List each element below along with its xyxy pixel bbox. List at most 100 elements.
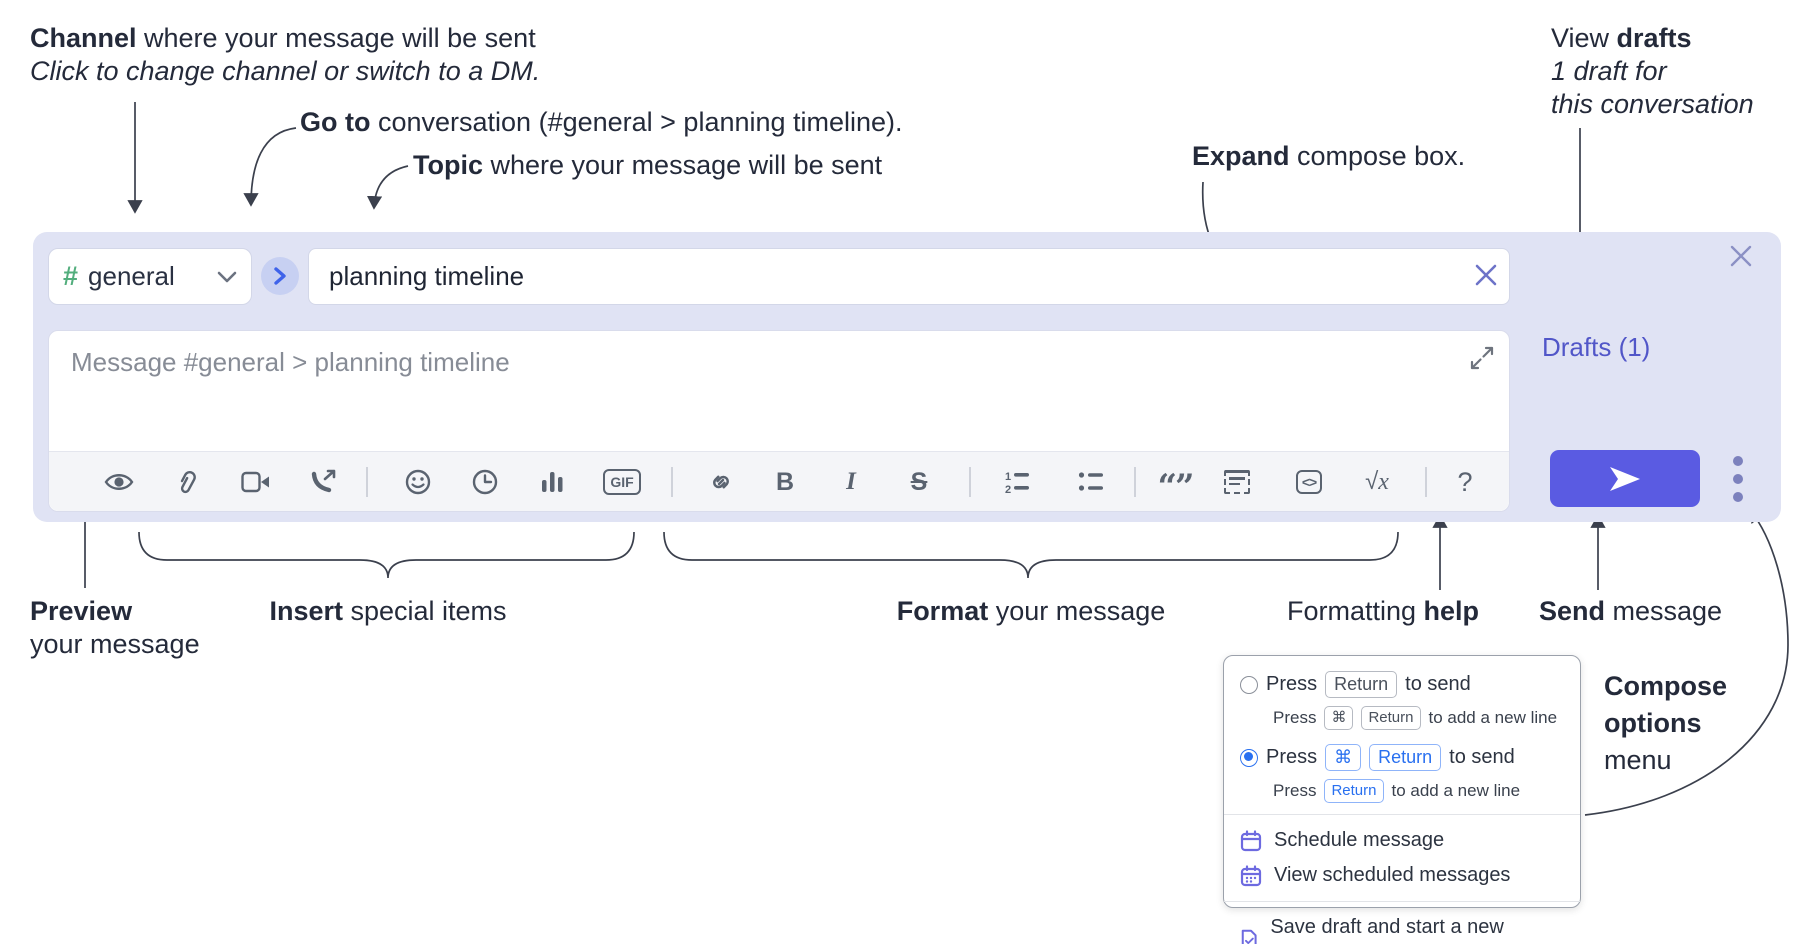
- spoiler-button[interactable]: [1215, 460, 1259, 504]
- channel-name: general: [88, 261, 175, 291]
- annotation-channel: Channel where your message will be sent …: [30, 22, 540, 88]
- bold-button[interactable]: B: [763, 460, 807, 504]
- toolbar-divider: [366, 467, 368, 497]
- toolbar-divider: [1134, 467, 1136, 497]
- annotation-formatting-help: Formatting help: [1287, 595, 1479, 628]
- strikethrough-icon: S: [910, 467, 928, 496]
- annotation-topic: Topic where your message will be sent: [413, 149, 882, 182]
- voice-call-button[interactable]: [302, 460, 346, 504]
- annotation-expand-bold: Expand: [1192, 141, 1290, 171]
- radio-unselected-icon[interactable]: [1240, 675, 1258, 694]
- numbered-list-button[interactable]: 1 2: [995, 460, 1039, 504]
- annotation-drafts-line2: 1 draft for: [1551, 56, 1667, 86]
- ellipsis-icon: [1733, 456, 1743, 466]
- math-button[interactable]: √x: [1355, 460, 1399, 504]
- annotation-drafts-line3: this conversation: [1551, 89, 1754, 119]
- emoji-button[interactable]: [396, 460, 440, 504]
- question-mark-icon: ?: [1457, 466, 1473, 497]
- chevron-down-icon: [217, 271, 237, 282]
- bulleted-list-icon: [1078, 472, 1103, 491]
- svg-text:1: 1: [1005, 471, 1011, 483]
- option2-sub-press: Press: [1273, 781, 1317, 800]
- numbered-list-icon: 1 2: [1005, 471, 1029, 494]
- toolbar-divider: [671, 467, 673, 497]
- annotation-insert-bold: Insert: [269, 596, 343, 626]
- calendar-scheduled-icon: [1240, 864, 1262, 886]
- time-button[interactable]: [463, 460, 507, 504]
- math-icon: √x: [1365, 468, 1389, 495]
- key-return: Return: [1369, 744, 1442, 771]
- quote-button[interactable]: “”: [1153, 460, 1197, 504]
- message-formatting-help-button[interactable]: ?: [1443, 460, 1487, 504]
- preview-button[interactable]: [97, 460, 141, 504]
- annotation-insert: Insert special items: [269, 595, 506, 628]
- draft-document-icon: [1241, 929, 1257, 944]
- smiley-icon: [405, 469, 431, 495]
- menu-option-cmd-enter-sends[interactable]: Press ⌘ Return to send: [1224, 741, 1580, 774]
- option1-suffix: to send: [1405, 673, 1471, 695]
- eye-icon: [104, 474, 134, 490]
- close-icon: [1730, 245, 1752, 267]
- bold-icon: B: [775, 467, 795, 496]
- gif-button[interactable]: GIF: [600, 460, 644, 504]
- send-button[interactable]: [1550, 450, 1700, 507]
- option2-suffix: to send: [1449, 746, 1515, 768]
- annotation-goto: Go to conversation (#general > planning …: [300, 106, 903, 139]
- message-input[interactable]: [49, 331, 1509, 451]
- drafts-link[interactable]: Drafts (1): [1542, 332, 1651, 362]
- goto-conversation-button[interactable]: [261, 257, 299, 295]
- annotation-preview: Preview your message: [30, 595, 200, 661]
- code-button[interactable]: <>: [1287, 460, 1331, 504]
- annotation-insert-rest: special items: [342, 596, 507, 626]
- menu-option-enter-sends[interactable]: Press Return to send: [1224, 668, 1580, 701]
- link-icon: [713, 475, 729, 489]
- close-icon: [1475, 264, 1497, 286]
- compose-toolbar: GIF B I: [49, 451, 1509, 511]
- italic-button[interactable]: I: [829, 460, 873, 504]
- annotation-view-drafts: View drafts 1 draft for this conversatio…: [1551, 22, 1754, 121]
- annotation-drafts-pre: View: [1551, 23, 1617, 53]
- channel-selector[interactable]: # general: [48, 248, 252, 305]
- svg-text:2: 2: [1005, 484, 1011, 494]
- menu-item-save-draft[interactable]: Save draft and start a new message: [1224, 910, 1580, 944]
- clock-icon: [472, 469, 498, 495]
- annotation-send-rest: message: [1605, 596, 1723, 626]
- key-return: Return: [1325, 671, 1398, 698]
- phone-call-icon: [311, 469, 336, 493]
- option1-sub-suffix: to add a new line: [1428, 708, 1558, 727]
- menu-item-label: View scheduled messages: [1274, 864, 1511, 886]
- radio-selected-icon[interactable]: [1240, 748, 1258, 767]
- toolbar-divider: [1425, 467, 1427, 497]
- annotation-channel-rest: where your message will be sent: [136, 23, 536, 53]
- toolbar-divider: [969, 467, 971, 497]
- annotation-topic-rest: where your message will be sent: [483, 150, 883, 180]
- clear-topic-button[interactable]: [1473, 262, 1499, 288]
- topic-input[interactable]: [308, 248, 1510, 305]
- menu-item-view-scheduled[interactable]: View scheduled messages: [1224, 858, 1580, 893]
- bulleted-list-button[interactable]: [1069, 460, 1113, 504]
- menu-divider: [1224, 814, 1580, 815]
- expand-icon: [1470, 346, 1494, 370]
- key-cmd: ⌘: [1325, 744, 1362, 771]
- gif-icon: GIF: [603, 469, 641, 495]
- key-cmd: ⌘: [1324, 706, 1354, 730]
- bar-chart-icon: [542, 472, 563, 492]
- annotation-goto-rest: conversation (#general > planning timeli…: [370, 107, 903, 137]
- spoiler-icon: [1224, 470, 1250, 494]
- video-call-button[interactable]: [234, 460, 278, 504]
- close-compose-button[interactable]: [1727, 242, 1755, 270]
- menu-option-enter-sends-subtext: Press ⌘ Return to add a new line: [1224, 703, 1580, 733]
- quote-icon: “”: [1157, 467, 1194, 507]
- option1-press: Press: [1266, 673, 1318, 695]
- compose-options-button[interactable]: [1721, 454, 1755, 504]
- menu-item-schedule-message[interactable]: Schedule message: [1224, 823, 1580, 858]
- expand-compose-button[interactable]: [1469, 345, 1495, 371]
- annotation-goto-bold: Go to: [300, 107, 371, 137]
- video-camera-icon: [241, 471, 269, 493]
- strikethrough-button[interactable]: S: [897, 460, 941, 504]
- attach-file-button[interactable]: [164, 460, 208, 504]
- poll-button[interactable]: [530, 460, 574, 504]
- option2-sub-suffix: to add a new line: [1391, 781, 1521, 800]
- key-return: Return: [1324, 779, 1384, 803]
- link-button[interactable]: [699, 460, 743, 504]
